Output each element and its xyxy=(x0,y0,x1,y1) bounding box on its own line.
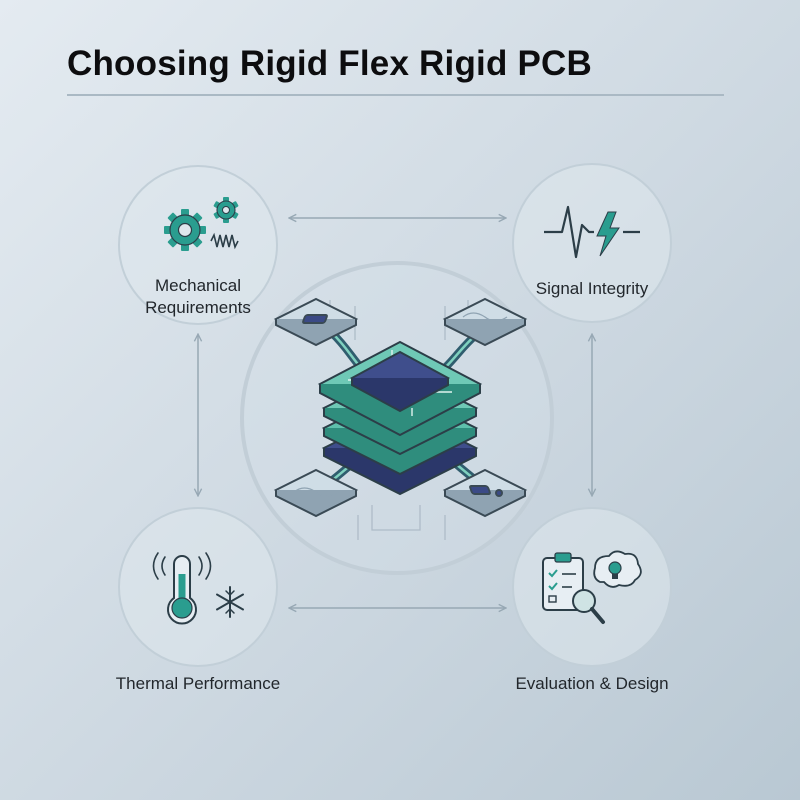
signal-node-circle xyxy=(512,163,672,323)
thermal-node-circle xyxy=(118,507,278,667)
evaluation-node-circle xyxy=(512,507,672,667)
thermal-performance-label: Thermal Performance xyxy=(115,674,281,693)
evaluation-design-label: Evaluation & Design xyxy=(515,674,669,693)
waveform-lightning-icon xyxy=(544,205,640,259)
gears-spring-icon xyxy=(164,197,239,251)
rigid-flex-pcb-stack-icon xyxy=(273,297,528,540)
mechanical-label-line2: Requirements xyxy=(145,298,251,317)
title-divider xyxy=(67,94,724,96)
mechanical-label-line1: Mechanical xyxy=(155,276,241,295)
signal-integrity-label: Signal Integrity xyxy=(535,279,649,298)
thermometer-snowflake-icon xyxy=(152,552,244,625)
page-title: Choosing Rigid Flex Rigid PCB xyxy=(67,44,592,83)
mechanical-requirements-label: Mechanical Requirements xyxy=(118,275,278,319)
checklist-magnifier-lightbulb-icon xyxy=(542,550,642,624)
